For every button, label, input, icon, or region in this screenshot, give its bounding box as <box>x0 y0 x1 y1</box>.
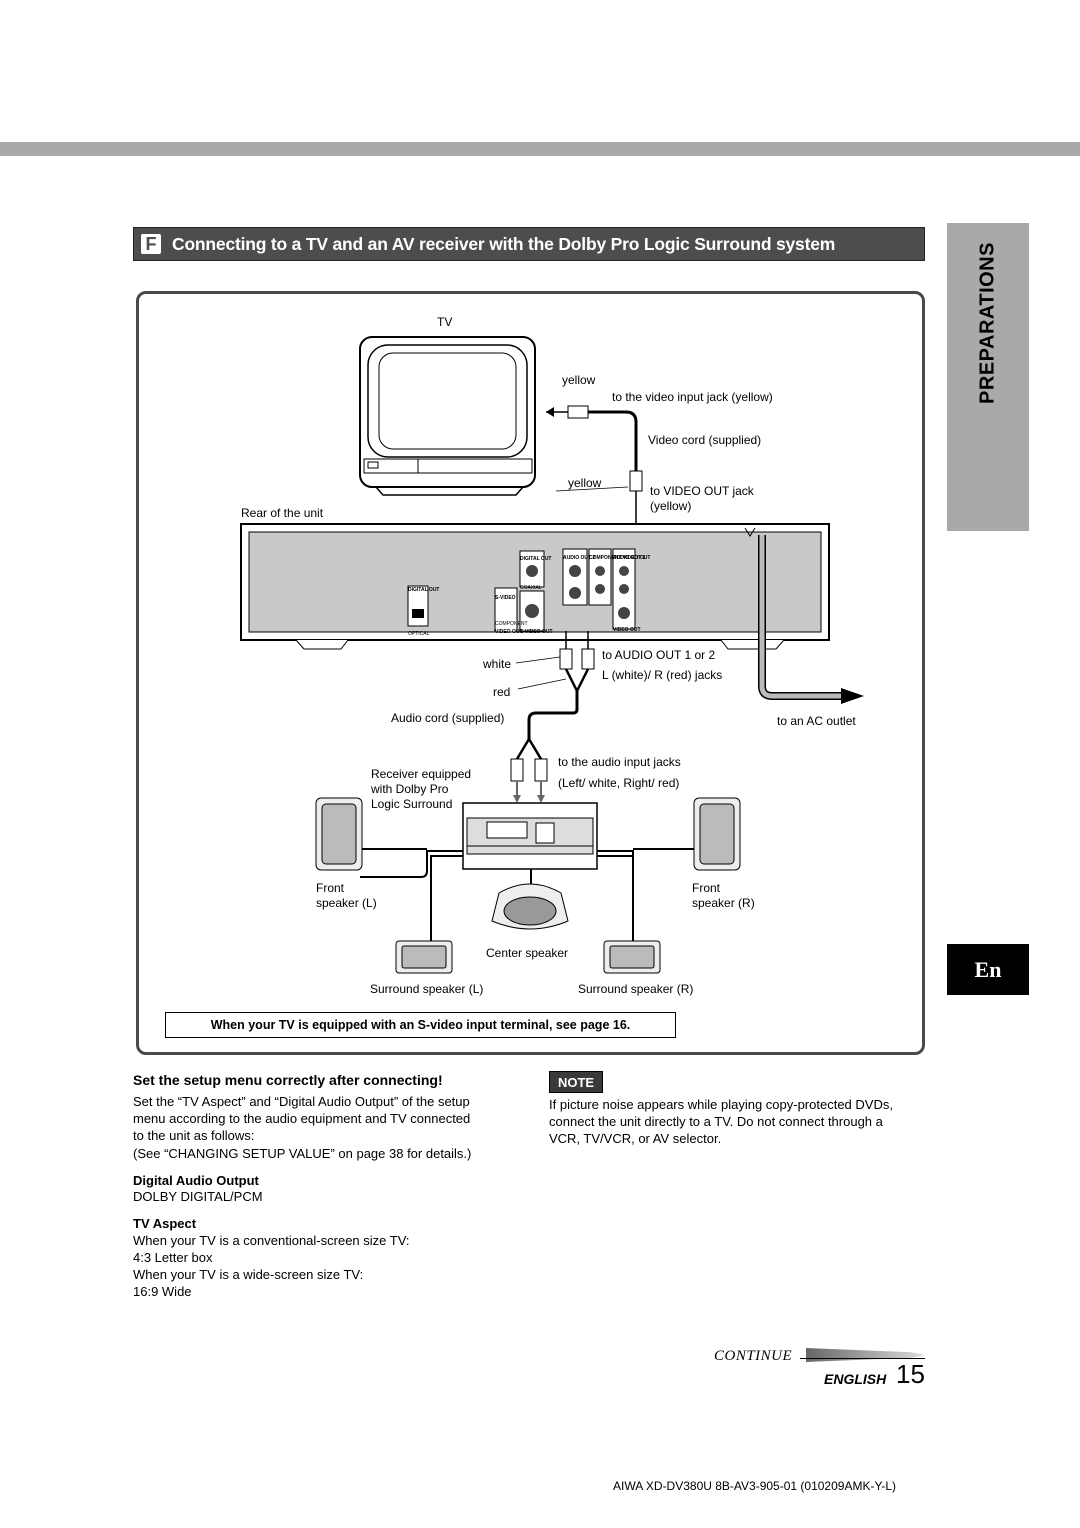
svideo-note: When your TV is equipped with an S-video… <box>165 1012 676 1038</box>
surround-speaker-l-label: Surround speaker (L) <box>370 982 484 996</box>
front-speaker-l-label-1: Front <box>316 881 345 895</box>
white-label: white <box>483 657 512 671</box>
side-tab: PREPARATIONS <box>947 223 1029 531</box>
note-line-3: VCR, TV/VCR, or AV selector. <box>549 1131 722 1146</box>
tv-aspect-line-3: When your TV is a wide-screen size TV: <box>133 1267 364 1282</box>
setup-para-3: to the unit as follows: <box>133 1128 255 1143</box>
receiver-label-3: Logic Surround <box>371 797 453 811</box>
panel-component: COMPONENT <box>495 621 528 627</box>
panel-video-out: VIDEO OUT <box>495 629 523 635</box>
panel-video: VIDEO OUT <box>613 627 641 633</box>
audio-out-jacks-label: L (white)/ R (red) jacks <box>602 668 723 682</box>
section-title: Connecting to a TV and an AV receiver wi… <box>172 234 836 254</box>
audio-input-colors-label: (Left/ white, Right/ red) <box>558 776 680 790</box>
section-header: F Connecting to a TV and an AV receiver … <box>133 227 925 261</box>
tv-aspect-line-4: 16:9 Wide <box>133 1284 192 1299</box>
front-speaker-r-label-1: Front <box>692 881 721 895</box>
audio-cord-label: Audio cord (supplied) <box>391 711 505 725</box>
panel-component-video-out: COMPONENT VIDEO OUT <box>589 555 651 561</box>
video-input-jack-label: to the video input jack (yellow) <box>612 390 773 404</box>
dvd-unit-rear <box>240 523 830 650</box>
setup-para-1: Set the “TV Aspect” and “Digital Audio O… <box>133 1094 470 1109</box>
panel-audio-out-1: AUDIO OUT 1 <box>613 555 646 561</box>
surround-speaker-r-label: Surround speaker (R) <box>578 982 694 996</box>
panel-digital-out-coax: DIGITAL OUT <box>520 556 552 562</box>
audio-input-jacks-label: to the audio input jacks <box>558 755 681 769</box>
front-speakers <box>315 797 741 871</box>
panel-optical: OPTICAL <box>408 631 430 637</box>
note-line-2: connect the unit directly to a TV. Do no… <box>549 1114 883 1129</box>
tv-aspect-line-1: When your TV is a conventional-screen si… <box>133 1233 410 1248</box>
panel-digital-out-optical: DIGITAL OUT <box>408 587 440 593</box>
surround-speakers <box>395 940 661 974</box>
diagram-drawing <box>240 336 864 974</box>
rear-of-unit-label: Rear of the unit <box>241 506 324 520</box>
note-badge: NOTE <box>549 1071 603 1093</box>
video-out-jack-color-label: (yellow) <box>650 499 692 513</box>
receiver-label-2: with Dolby Pro <box>371 782 449 796</box>
center-speaker <box>491 883 569 930</box>
digital-audio-heading: Digital Audio Output <box>133 1173 259 1188</box>
yellow-bottom-label: yellow <box>568 476 602 490</box>
yellow-top-label: yellow <box>562 373 596 387</box>
tv-label: TV <box>437 315 453 329</box>
audio-out-label: to AUDIO OUT 1 or 2 <box>602 648 716 662</box>
tv-aspect-heading: TV Aspect <box>133 1216 197 1231</box>
front-speaker-l-label-2: speaker (L) <box>316 896 377 910</box>
video-out-jack-label: to VIDEO OUT jack <box>650 484 754 498</box>
tv-aspect-line-2: 4:3 Letter box <box>133 1250 213 1265</box>
red-label: red <box>493 685 511 699</box>
diagram-frame <box>136 291 925 1055</box>
front-speaker-r-label-2: speaker (R) <box>692 896 755 910</box>
setup-heading: Set the setup menu correctly after conne… <box>133 1072 443 1088</box>
page-number: 15 <box>896 1359 925 1389</box>
setup-para-4: (See “CHANGING SETUP VALUE” on page 38 f… <box>133 1146 472 1161</box>
tv-illustration <box>359 336 536 496</box>
panel-coaxial: COAXIAL <box>520 585 542 591</box>
ac-outlet-label: to an AC outlet <box>777 714 856 728</box>
av-receiver <box>462 802 598 870</box>
section-letter: F <box>141 234 161 254</box>
top-decorative-bar <box>0 142 1080 156</box>
setup-para-2: menu according to the audio equipment an… <box>133 1111 471 1126</box>
audio-cord <box>510 631 595 803</box>
center-speaker-label: Center speaker <box>486 946 569 960</box>
footer-code: AIWA XD-DV380U 8B-AV3-905-01 (010209AMK-… <box>613 1479 897 1493</box>
note-line-1: If picture noise appears while playing c… <box>549 1097 893 1112</box>
page-rule <box>800 1358 925 1359</box>
speaker-wires <box>360 850 634 942</box>
language-badge: En <box>947 944 1029 995</box>
video-cord-label: Video cord (supplied) <box>648 433 762 447</box>
continue-label: CONTINUE <box>714 1348 793 1364</box>
english-label: ENGLISH <box>824 1371 887 1387</box>
side-tab-label: PREPARATIONS <box>976 242 999 404</box>
receiver-label-1: Receiver equipped <box>371 767 472 781</box>
panel-audio-out-2: AUDIO OUT 2 <box>563 555 596 561</box>
panel-svideo: S-VIDEO <box>495 595 516 601</box>
digital-audio-value: DOLBY DIGITAL/PCM <box>133 1189 263 1204</box>
panel-svideo-out: S-VIDEO OUT <box>520 629 553 635</box>
